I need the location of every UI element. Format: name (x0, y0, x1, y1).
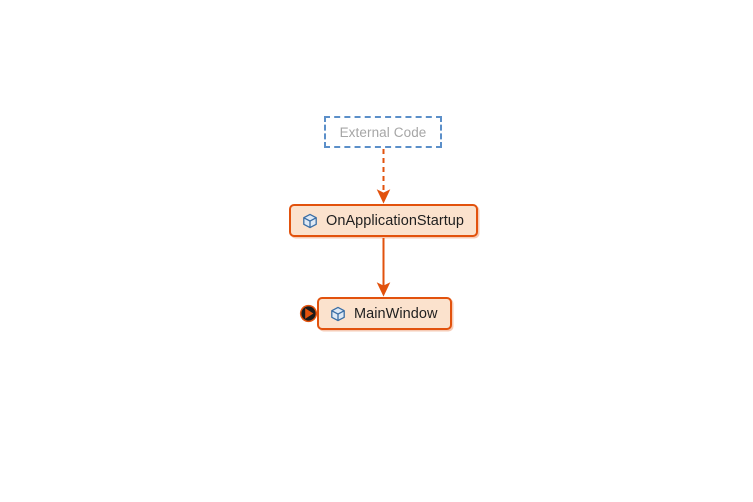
cube-icon (331, 306, 345, 321)
node-main-window-label: MainWindow (354, 305, 438, 322)
node-on-application-startup[interactable]: OnApplicationStartup (289, 204, 478, 237)
current-statement-marker-icon[interactable] (299, 304, 318, 323)
node-external-code[interactable]: External Code (324, 116, 442, 148)
cube-icon (303, 213, 317, 228)
node-on-application-startup-label: OnApplicationStartup (326, 212, 465, 229)
node-main-window[interactable]: MainWindow (317, 297, 452, 330)
node-external-code-label: External Code (339, 124, 427, 140)
